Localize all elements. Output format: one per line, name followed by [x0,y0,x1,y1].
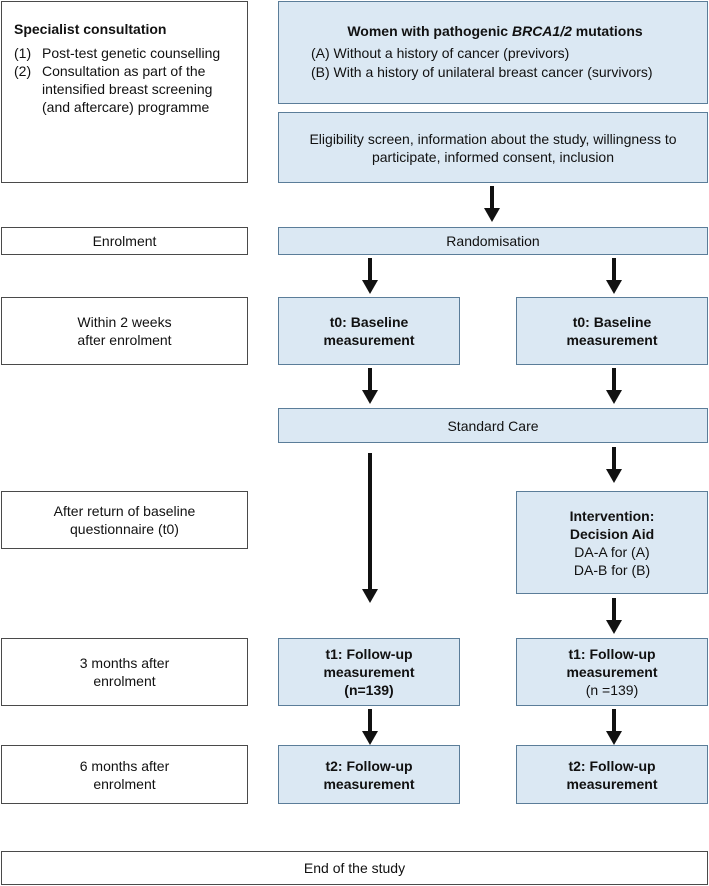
right-t0-label: t0: Baseline measurement [566,314,658,348]
arrow-down-icon [484,186,500,222]
intervention-title: Intervention: Decision Aid [569,507,655,542]
right-t0-box: t0: Baseline measurement [516,297,708,365]
left-t2-box: t2: Follow-up measurement [278,745,460,804]
right-t1-label: t1: Follow-up measurement [566,646,658,680]
arrow-down-icon [606,258,622,294]
six-months-label-box: 6 months after enrolment [1,745,248,804]
population-box: Women with pathogenic BRCA1/2 mutations … [278,1,708,104]
end-of-study-label: End of the study [303,860,406,876]
left-t1-n: (n=139) [344,682,394,698]
left-t1-label: t1: Follow-up measurement [323,646,415,680]
list-item: (1) Post-test genetic counselling [14,45,221,61]
within-2-weeks-label: Within 2 weeks after enrolment [77,314,172,348]
da-b-label: DA-B for (B) [573,561,651,578]
standard-care-label: Standard Care [447,417,539,434]
group-b-label: (B) With a history of unilateral breast … [311,64,653,80]
population-title: Women with pathogenic BRCA1/2 mutations [347,23,643,39]
right-t1-n: (n =139) [585,682,639,698]
arrow-down-icon [362,258,378,294]
left-t0-label: t0: Baseline measurement [323,314,415,348]
group-a-label: (A) Without a history of cancer (previvo… [311,45,570,61]
eligibility-box: Eligibility screen, information about th… [278,112,708,183]
left-t0-box: t0: Baseline measurement [278,297,460,365]
specialist-consultation-title: Specialist consultation [14,21,167,37]
standard-care-box: Standard Care [278,408,708,443]
three-months-label: 3 months after enrolment [79,655,170,689]
eligibility-text: Eligibility screen, information about th… [309,130,677,165]
six-months-label: 6 months after enrolment [79,757,170,792]
randomisation-box: Randomisation [278,227,708,255]
left-t1-box: t1: Follow-up measurement (n=139) [278,638,460,706]
arrow-down-icon [362,368,378,404]
arrow-down-icon [362,709,378,745]
intervention-box: Intervention: Decision Aid DA-A for (A) … [516,491,708,594]
three-months-label-box: 3 months after enrolment [1,638,248,706]
da-a-label: DA-A for (A) [574,543,650,560]
left-t2-label: t2: Follow-up measurement [323,757,415,792]
enrolment-label-box: Enrolment [1,227,248,255]
right-t1-box: t1: Follow-up measurement (n =139) [516,638,708,706]
arrow-down-icon [606,598,622,634]
randomisation-label: Randomisation [446,233,540,249]
end-of-study-box: End of the study [1,851,708,885]
after-return-label-box: After return of baseline questionnaire (… [1,491,248,549]
enrolment-label: Enrolment [92,233,157,249]
arrow-down-icon [606,368,622,404]
list-item: (2) Consultation as part of the intensif… [14,63,213,115]
arrow-down-icon [362,453,378,603]
specialist-consultation-box: Specialist consultation (1) Post-test ge… [1,1,248,183]
arrow-down-icon [606,709,622,745]
right-t2-box: t2: Follow-up measurement [516,745,708,804]
after-return-label: After return of baseline questionnaire (… [53,503,196,537]
specialist-consultation-list: (1) Post-test genetic counselling (2) Co… [14,44,237,116]
right-t2-label: t2: Follow-up measurement [566,757,658,792]
within-2-weeks-label-box: Within 2 weeks after enrolment [1,297,248,365]
arrow-down-icon [606,447,622,483]
